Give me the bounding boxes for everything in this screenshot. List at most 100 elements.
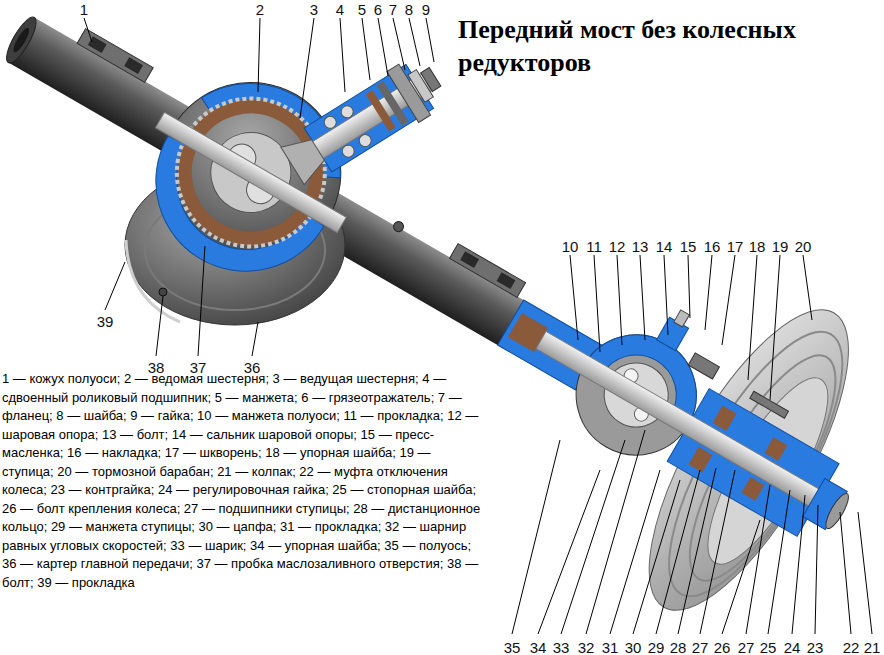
callout-number: 7 [389, 2, 397, 17]
leader-lines-part [393, 18, 405, 70]
callout-number: 18 [749, 239, 766, 254]
leader-lines-part [252, 322, 258, 356]
wheel-end-part [674, 310, 690, 327]
callout-number: 29 [648, 640, 665, 655]
leader-lines-part [640, 255, 645, 340]
leader-lines-part [746, 485, 770, 634]
leader-lines-part [617, 255, 622, 345]
callout-number: 16 [704, 239, 721, 254]
pinion-assembly-part [322, 114, 339, 131]
axle-body-part [392, 220, 406, 234]
callout-number: 8 [405, 2, 413, 17]
leader-lines-part [258, 18, 260, 92]
axle-body-part [450, 244, 526, 298]
callout-number: 6 [374, 2, 382, 17]
callout-number: 31 [602, 640, 619, 655]
leader-lines-part [656, 470, 700, 634]
leader-lines-part [362, 18, 370, 80]
callout-number: 25 [760, 640, 777, 655]
parts-list: 1 — кожух полуоси; 2 — ведомая шестерня;… [2, 370, 484, 592]
leader-lines-part [770, 255, 780, 400]
leader-lines-part [768, 490, 790, 634]
callout-number: 19 [772, 239, 789, 254]
pinion-assembly-part [421, 68, 441, 92]
callout-number: 38 [148, 360, 165, 375]
wheel-end-part [712, 406, 736, 431]
callout-number: 22 [843, 640, 860, 655]
leader-lines-part [300, 18, 314, 118]
axle-body-part [1, 13, 41, 66]
callout-number: 35 [504, 640, 521, 655]
leader-lines-part [815, 505, 818, 634]
leader-lines-part [156, 296, 163, 356]
leader-lines-part [722, 255, 735, 345]
callout-number: 21 [864, 640, 881, 655]
callout-number: 20 [795, 239, 812, 254]
leader-lines-part [705, 255, 712, 330]
axle-body-part [124, 57, 143, 74]
callout-number: 39 [97, 314, 114, 329]
pinion-assembly [277, 51, 451, 191]
callout-number: 32 [578, 640, 595, 655]
callout-number: 13 [632, 239, 649, 254]
callout-number: 37 [190, 360, 207, 375]
diagram-title: Передний мост без колесных редукторов [458, 14, 858, 79]
wheel-end [456, 193, 884, 655]
axle-body-part [460, 251, 479, 268]
wheel-end-part [688, 447, 712, 472]
leader-lines-part [586, 430, 645, 634]
wheel-end-part [688, 353, 719, 379]
leader-lines-part [840, 512, 851, 634]
differential [110, 42, 387, 312]
wheel-end-part [536, 331, 845, 521]
callout-number: 14 [656, 239, 673, 254]
leader-lines-part [570, 255, 578, 340]
leader-lines-part [803, 255, 812, 320]
leader-lines-part [198, 246, 205, 356]
callout-number: 24 [784, 640, 801, 655]
pinion-assembly-part [281, 131, 330, 184]
callout-number: 11 [586, 239, 602, 254]
callout-number: 2 [256, 2, 264, 17]
callout-number: 5 [358, 2, 366, 17]
callout-number: 30 [625, 640, 642, 655]
leader-lines-part [340, 18, 345, 92]
callout-number: 23 [807, 640, 824, 655]
final-drive-housing-part [159, 288, 167, 296]
callout-number: 4 [336, 2, 344, 17]
callout-number: 27 [692, 640, 709, 655]
wheel-end-part [764, 437, 787, 461]
callout-number: 9 [422, 2, 430, 17]
differential-part [150, 71, 352, 273]
leader-lines-part [105, 262, 125, 310]
leader-lines-part [792, 495, 805, 634]
wheel-end-part [741, 477, 764, 501]
pinion-assembly-part [340, 143, 357, 160]
leader-lines-part [610, 470, 660, 634]
axle-body-part [77, 29, 153, 83]
leader-lines-part [858, 512, 872, 634]
leader-lines-part [722, 520, 760, 634]
leader-lines-part [664, 255, 668, 335]
callout-number: 33 [553, 640, 570, 655]
callout-number: 17 [727, 239, 744, 254]
leader-lines-part [561, 440, 625, 634]
callout-number: 26 [714, 640, 731, 655]
callout-number: 27 [738, 640, 755, 655]
wheel-end-part [750, 391, 789, 418]
leader-lines-part [594, 255, 600, 352]
pinion-assembly-part [339, 103, 356, 120]
callout-number: 15 [680, 239, 697, 254]
leader-lines-part [426, 18, 434, 62]
pinion-assembly-part [357, 132, 374, 149]
leader-lines-part [678, 468, 716, 634]
callout-number: 12 [609, 239, 626, 254]
callout-number: 1 [80, 2, 88, 17]
callout-number: 28 [670, 640, 687, 655]
leader-lines-part [688, 255, 690, 318]
wheel-end-part [822, 491, 852, 532]
callout-number: 3 [310, 2, 318, 17]
callout-number: 36 [244, 360, 261, 375]
callout-number: 34 [530, 640, 547, 655]
